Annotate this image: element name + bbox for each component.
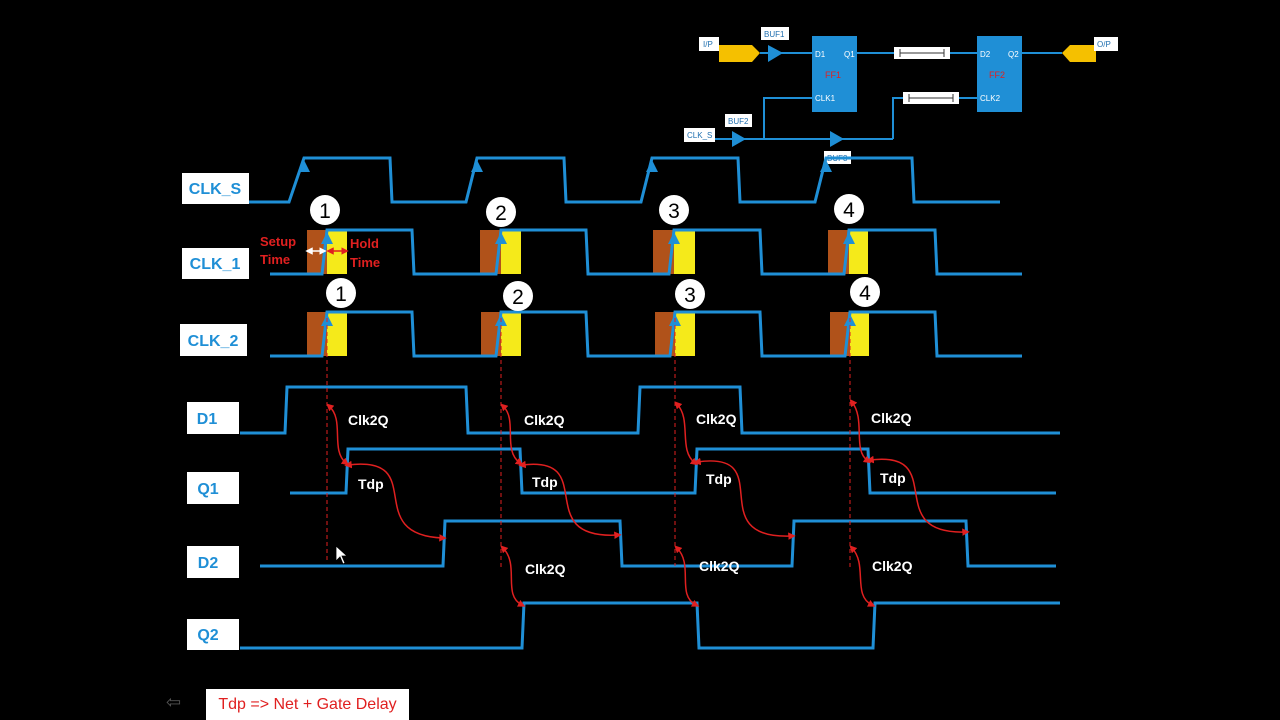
ff2-d-pin: D2 <box>980 50 991 59</box>
hold-window <box>327 312 347 356</box>
hold-window <box>850 312 869 356</box>
hold-window <box>849 230 868 274</box>
rising-edge-arrow <box>471 160 483 172</box>
label-clk-1: CLK_1 <box>190 256 241 273</box>
label-clk-2: CLK_2 <box>188 333 239 350</box>
ff1-q-pin: Q1 <box>844 50 855 59</box>
edge-number: 4 <box>843 199 855 222</box>
tdp-arrow <box>693 457 796 540</box>
mouse-cursor <box>335 545 349 565</box>
clock-port-label: CLK_S <box>687 131 712 140</box>
hold-time-label-line1: Hold <box>350 236 379 251</box>
signal-labels: CLK_S CLK_1 CLK_2 D1 Q1 D2 Q2 <box>180 173 249 650</box>
tdp-label: Tdp <box>706 471 732 487</box>
clk2q-arrow <box>849 545 876 607</box>
clk2q-arrow <box>674 401 698 466</box>
ff1-clk-pin: CLK1 <box>815 94 836 103</box>
hold-window <box>501 230 521 274</box>
edge-number: 1 <box>319 200 331 223</box>
input-port-label-box <box>699 37 719 51</box>
delay-arrows <box>326 399 970 607</box>
clk2q-arrow <box>849 399 872 464</box>
buffer-2-label: BUF2 <box>728 117 749 126</box>
buffer-1 <box>768 45 783 62</box>
clk2q-label: Clk2Q <box>525 561 566 577</box>
rising-edge-arrow <box>298 160 310 172</box>
rising-edge-arrow <box>495 232 507 244</box>
ff1-d-pin: D1 <box>815 50 826 59</box>
label-clk-s: CLK_S <box>189 181 242 198</box>
tdp-arrow <box>866 455 970 536</box>
flip-flop-1[interactable] <box>812 36 857 112</box>
ff2-name: FF2 <box>989 70 1005 80</box>
back-arrow-icon[interactable]: ⇦ <box>166 692 182 712</box>
label-d1: D1 <box>197 411 218 428</box>
tdp-label: Tdp <box>880 470 906 486</box>
input-port-label: I/P <box>703 40 713 49</box>
rising-edge-arrow <box>646 160 658 172</box>
label-q2: Q2 <box>197 627 218 644</box>
rising-edge-arrow <box>668 232 680 244</box>
edge-number: 3 <box>684 284 696 307</box>
tdp-arrow <box>344 460 447 542</box>
edge-number: 2 <box>495 202 507 225</box>
clock-edge-markers <box>298 160 856 326</box>
hold-time-label-line2: Time <box>350 255 380 270</box>
ff1-name: FF1 <box>825 70 841 80</box>
clk2q-label: Clk2Q <box>699 558 740 574</box>
setup-hold-windows <box>307 230 869 356</box>
clk2q-arrow <box>326 403 349 466</box>
clk2q-arrow <box>500 403 524 466</box>
output-port[interactable] <box>1062 45 1096 62</box>
setup-time-label-line2: Time <box>260 252 290 267</box>
hold-window <box>674 230 695 274</box>
edge-number: 3 <box>668 200 680 223</box>
waveform-q1 <box>290 447 1056 495</box>
flip-flop-2[interactable] <box>977 36 1022 112</box>
setup-time-label-line1: Setup <box>260 234 296 249</box>
tdp-label: Tdp <box>532 474 558 490</box>
edge-number: 1 <box>335 283 347 306</box>
buffer-3 <box>830 131 844 147</box>
waveform-d1 <box>240 385 1060 435</box>
delay-labels: Clk2Q Clk2Q Clk2Q Clk2Q Tdp Tdp Tdp Tdp … <box>348 410 913 577</box>
label-d2: D2 <box>198 555 219 572</box>
circuit-schematic: I/P BUF1 D1 Q1 FF1 CLK1 D2 Q2 FF2 CLK2 O… <box>684 27 1118 164</box>
clk2q-label: Clk2Q <box>348 412 389 428</box>
edge-number: 4 <box>859 282 871 305</box>
edge-number-circles: 1 2 3 4 1 2 3 4 <box>310 194 880 311</box>
ff2-q-pin: Q2 <box>1008 50 1019 59</box>
rising-edge-arrow <box>820 160 832 172</box>
setup-hold-annotations: Setup Time Hold Time <box>260 234 380 270</box>
hold-window <box>675 312 695 356</box>
ff2-clk-pin: CLK2 <box>980 94 1001 103</box>
clk2q-arrow <box>500 545 526 607</box>
rising-edge-arrow <box>843 232 855 244</box>
output-port-label: O/P <box>1097 40 1111 49</box>
tdp-label: Tdp <box>358 476 384 492</box>
buffer-1-label: BUF1 <box>764 30 785 39</box>
hold-window <box>501 312 521 356</box>
waveform-d2 <box>260 519 1056 568</box>
clk2q-label: Clk2Q <box>871 410 912 426</box>
hold-window <box>327 230 347 274</box>
clk2q-label: Clk2Q <box>524 412 565 428</box>
waveform-clk-s <box>249 156 1000 204</box>
waveform-clk-2 <box>270 310 1022 358</box>
label-q1: Q1 <box>197 481 218 498</box>
edge-number: 2 <box>512 286 524 309</box>
tdp-arrow <box>518 460 622 539</box>
clk2q-arrow <box>674 545 700 607</box>
waveform-q2 <box>240 601 1060 650</box>
tdp-definition-note: Tdp => Net + Gate Delay <box>206 689 409 720</box>
input-port[interactable] <box>719 45 760 62</box>
clk2q-label: Clk2Q <box>696 411 737 427</box>
waveforms <box>240 156 1060 650</box>
buffer-2 <box>732 131 746 147</box>
waveform-clk-1 <box>270 228 1022 276</box>
clk2q-label: Clk2Q <box>872 558 913 574</box>
rising-edge-arrow <box>321 232 333 244</box>
